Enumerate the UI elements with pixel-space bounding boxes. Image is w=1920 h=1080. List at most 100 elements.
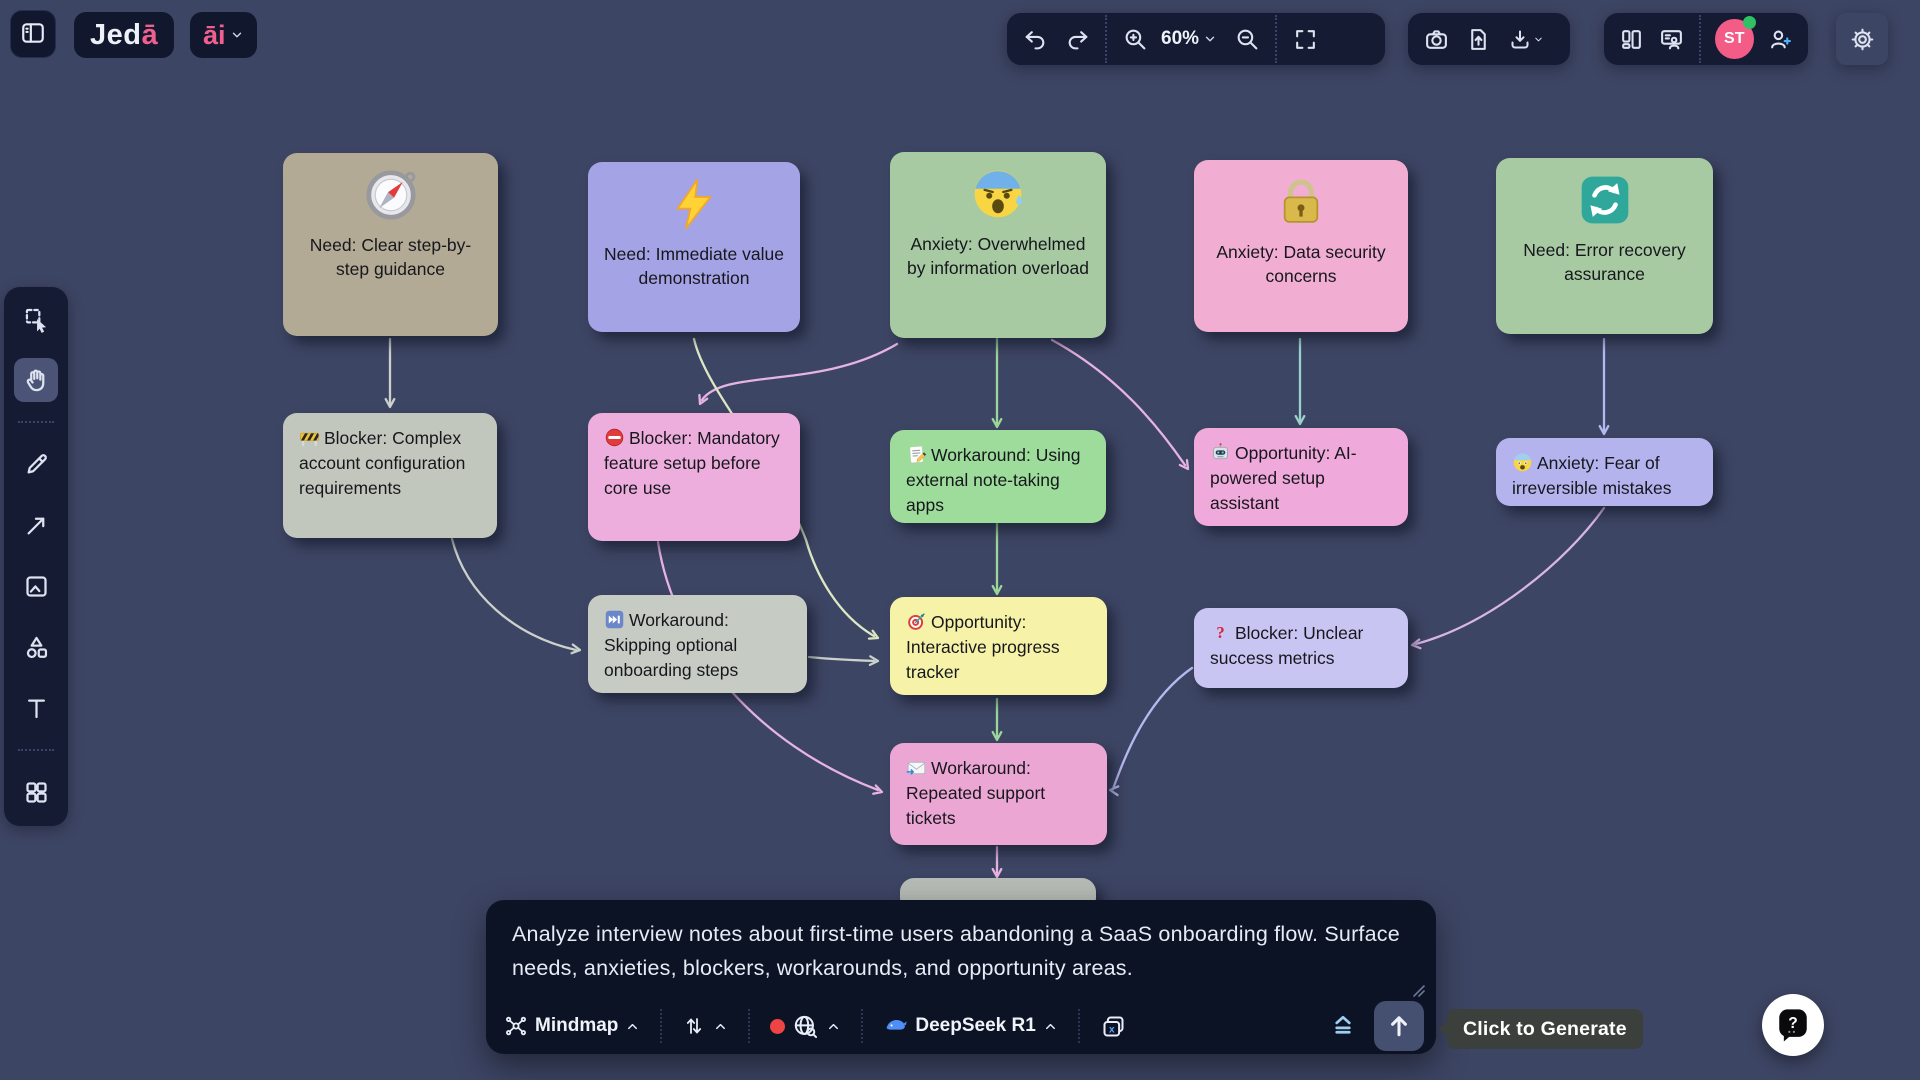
import-button[interactable] [1458,19,1498,59]
bolt-icon [666,176,722,232]
node-label: Workaround: Repeated support tickets [906,758,1046,828]
apps-grid-icon [25,781,47,803]
pen-tool[interactable] [14,442,58,486]
zoom-in-button[interactable] [1115,19,1155,59]
mindmap-node-workaround-notes[interactable]: Workaround: Using external note-taking a… [890,430,1106,523]
node-label: Workaround: Skipping optional onboarding… [604,609,739,680]
fullscreen-button[interactable] [1285,19,1325,59]
user-avatar[interactable]: ST [1715,16,1756,59]
divider [1105,15,1107,63]
invite-user-button[interactable] [1762,19,1801,59]
gear-icon [1851,28,1873,50]
settings-button[interactable] [1836,13,1888,65]
collapse-composer-button[interactable] [1328,1011,1358,1041]
arrow-tool[interactable] [14,503,58,547]
help-button[interactable]: ? [1762,994,1824,1056]
avatar-initials: ST [1724,30,1745,47]
board-views-button[interactable] [1612,19,1651,59]
composer-controls: Mindmap DeepSeek R1 x [486,998,1436,1054]
lock-icon [1273,174,1329,230]
tooltip-arrow [1438,1022,1448,1036]
apps-tool[interactable] [14,770,58,814]
ai-menu-button[interactable]: āi [190,12,257,58]
svg-text:?: ? [1788,1015,1798,1032]
redo-button[interactable] [1057,19,1097,59]
divider [748,1009,751,1043]
mindmap-node-workaround-tickets[interactable]: Workaround: Repeated support tickets [890,743,1107,845]
web-search-select[interactable] [764,1009,847,1044]
screenshot-button[interactable] [1416,19,1456,59]
mindmap-node-anxiety-overload[interactable]: Anxiety: Overwhelmed by information over… [890,152,1106,338]
divider [18,421,54,423]
zoom-out-button[interactable] [1227,19,1267,59]
memo-icon [906,444,927,465]
globe-search-icon [795,1015,818,1038]
present-button[interactable] [1653,19,1692,59]
chevron-up-icon [716,1023,726,1029]
generate-button[interactable] [1374,1001,1424,1051]
mindmap-node-blocker-config[interactable]: Blocker: Complex account configuration r… [283,413,497,538]
robot-icon [1210,442,1231,463]
arrow-up-icon [1391,1016,1407,1037]
model-label: DeepSeek R1 [915,1015,1036,1036]
undo-icon [1025,30,1044,49]
next-track-icon [604,609,625,630]
image-tool[interactable] [14,564,58,608]
add-person-icon [1771,30,1792,48]
mindmap-node-need-recovery[interactable]: Need: Error recovery assurance [1496,158,1713,334]
file-upload-icon [1470,28,1486,50]
hand-tool[interactable] [14,358,58,402]
mindmap-node-opportunity-tracker[interactable]: Opportunity: Interactive progress tracke… [890,597,1107,695]
mindmap-node-blocker-setup[interactable]: Blocker: Mandatory feature setup before … [588,413,800,541]
no-entry-icon [604,427,625,448]
mindmap-node-anxiety-security[interactable]: Anxiety: Data security concerns [1194,160,1408,332]
pen-icon [27,453,47,473]
svg-text:?: ? [1216,623,1224,642]
image-icon [25,575,47,597]
download-button[interactable] [1500,19,1552,59]
svg-text:x: x [1109,1024,1115,1035]
mindmap-node-opportunity-ai[interactable]: Opportunity: AI-powered setup assistant [1194,428,1408,526]
mindmap-icon [505,1016,526,1036]
text-tool[interactable] [14,686,58,730]
online-status-dot [1742,16,1756,29]
construction-icon [299,427,320,448]
layout-direction-select[interactable] [676,1010,734,1042]
ai-composer: Analyze interview notes about first-time… [486,900,1436,1054]
tool-rail [4,287,68,826]
node-label: Need: Clear step-by-step guidance [309,235,472,280]
shapes-tool[interactable] [14,625,58,669]
mindmap-node-need-guidance[interactable]: Need: Clear step-by-step guidance [283,153,498,336]
chevron-down-icon[interactable] [1203,32,1217,46]
generate-tooltip: Click to Generate [1438,1009,1643,1049]
sidebar-toggle-button[interactable] [10,10,56,58]
mindmap-node-workaround-skip[interactable]: Workaround: Skipping optional onboarding… [588,595,807,693]
zoom-level[interactable]: 60% [1161,28,1200,49]
node-label: Anxiety: Fear of irreversible mistakes [1512,453,1672,498]
divider [861,1009,864,1043]
node-label: Opportunity: AI-powered setup assistant [1210,442,1357,513]
output-type-select[interactable]: Mindmap [498,1010,646,1042]
undo-button[interactable] [1015,19,1055,59]
prompt-input[interactable]: Analyze interview notes about first-time… [512,922,1400,980]
collab-toolbar: ST [1604,13,1808,65]
compass-icon [363,167,419,223]
clear-context-button[interactable]: x [1094,1009,1133,1044]
node-label: Anxiety: Overwhelmed by information over… [907,234,1089,279]
sync-icon [1577,172,1633,228]
red-question-icon: ? [1210,622,1231,643]
model-select[interactable]: DeepSeek R1 [877,1010,1063,1043]
mindmap-node-blocker-metrics[interactable]: ?Blocker: Unclear success metrics [1194,608,1408,688]
resize-handle[interactable] [1410,982,1426,998]
redo-icon [1068,30,1087,49]
camera-icon [1425,29,1447,49]
mindmap-node-anxiety-mistakes[interactable]: Anxiety: Fear of irreversible mistakes [1496,438,1713,506]
zoom-in-icon [1125,29,1145,49]
select-icon [25,308,46,333]
mindmap-node-need-value[interactable]: Need: Immediate value demonstration [588,162,800,332]
tooltip-label: Click to Generate [1463,1017,1627,1040]
select-tool[interactable] [14,297,58,341]
divider [18,749,54,751]
